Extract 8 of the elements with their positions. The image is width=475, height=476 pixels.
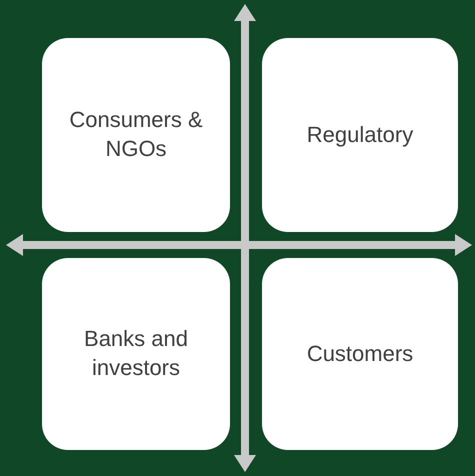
card-label: Regulatory [306,120,414,149]
card-label: Banks and investors [83,325,189,382]
quadrant-card [42,38,230,232]
card-label: Customers [306,340,414,368]
card-label: Consumers & NGOs [68,106,204,163]
quadrant-card [262,38,458,232]
quadrant-card [42,258,230,450]
quadrant-card [262,258,458,450]
